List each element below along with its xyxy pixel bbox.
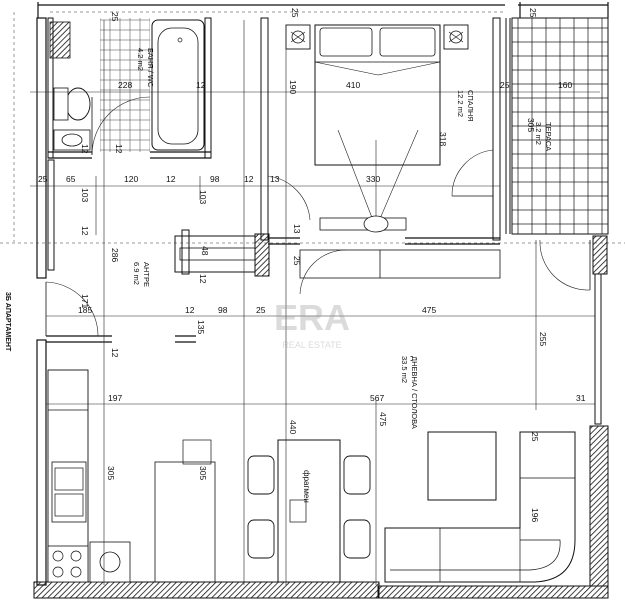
dim-label: 12 (114, 144, 124, 154)
living-name: ДНЕВНА / СТОЛОВА (410, 356, 419, 429)
terrace-area: 3.2 m2 (534, 122, 543, 145)
dim-label: 12 (185, 305, 195, 315)
dim-label: 12 (80, 226, 90, 236)
dim-label: 197 (108, 393, 122, 403)
dimension-lines (0, 12, 625, 585)
dim-label: 12 (110, 348, 120, 358)
living-area: 33.5 m2 (400, 356, 409, 383)
dim-label: 25 (256, 305, 266, 315)
watermark-sub: REAL ESTATE (282, 340, 341, 350)
dim-label: 567 (370, 393, 384, 403)
dim-label: 160 (558, 80, 572, 90)
sofa (384, 431, 576, 583)
bedroom-area: 12.2 m2 (456, 90, 465, 117)
dim-label: 25 (292, 256, 302, 266)
dim-label: 31 (576, 393, 586, 403)
apartment-side-label: 3Б АПАРТАМЕНТ (4, 292, 11, 352)
room-labels: БАНЯ / WC 4.2 m2 СПАЛНЯ 12.2 m2 ТЕРАСА 3… (4, 48, 553, 503)
dim-label: 228 (118, 80, 132, 90)
dim-label: 25 (110, 12, 120, 22)
dim-label: 171 (80, 294, 90, 308)
dim-label: 305 (198, 466, 208, 480)
dim-label: 103 (198, 190, 208, 204)
hall-doors (45, 175, 347, 337)
terrace (505, 17, 609, 235)
dim-label: 25 (38, 174, 48, 184)
dim-label: 286 (110, 248, 120, 262)
dim-label: 318 (438, 132, 448, 146)
dim-label: 13 (270, 174, 280, 184)
dim-label: 440 (288, 420, 298, 434)
kitchen (47, 369, 216, 583)
dim-label: 135 (196, 320, 206, 334)
dim-label: 410 (346, 80, 360, 90)
bathroom (49, 18, 205, 156)
dim-label: 475 (378, 412, 388, 426)
hall-name: АНТРЕ (142, 262, 151, 287)
dim-label: 25 (290, 8, 300, 18)
bedroom-name: СПАЛНЯ (466, 90, 475, 122)
bath-name: БАНЯ / WC (146, 48, 155, 88)
top-frame (37, 2, 609, 18)
dim-label: 98 (210, 174, 220, 184)
dining-table (247, 439, 371, 583)
dimension-labels: 25 25 25 228 12 12 190 410 318 25 160 30… (38, 8, 586, 522)
dim-label: 12 (196, 80, 206, 90)
dim-label: 12 (80, 144, 90, 154)
dim-label: 12 (166, 174, 176, 184)
walls (33, 17, 609, 599)
dim-label: 196 (530, 508, 540, 522)
bedroom (285, 24, 591, 291)
dim-label: 12 (244, 174, 254, 184)
dim-label: 65 (66, 174, 76, 184)
dim-label: 25 (530, 432, 540, 442)
watermark-brand: ERA (274, 297, 350, 338)
dim-label: 305 (106, 466, 116, 480)
dim-label: 48 (200, 246, 210, 256)
dim-label: 103 (80, 188, 90, 202)
fragment-label: фрагмен (302, 470, 311, 503)
dim-label: 13 (292, 224, 302, 234)
dim-label: 305 (526, 118, 536, 132)
terrace-name: ТЕРАСА (544, 122, 553, 151)
dim-label: 12 (198, 274, 208, 284)
dim-label: 190 (288, 80, 298, 94)
dim-label: 475 (422, 305, 436, 315)
dim-label: 330 (366, 174, 380, 184)
dim-label: 25 (500, 80, 510, 90)
dim-label: 25 (528, 8, 538, 18)
dim-label: 98 (218, 305, 228, 315)
dim-label: 255 (538, 332, 548, 346)
bath-area: 4.2 m2 (136, 48, 145, 71)
dim-label: 185 (78, 305, 92, 315)
hall-area: 6.9 m2 (132, 262, 141, 285)
dim-label: 120 (124, 174, 138, 184)
watermark: ERA REAL ESTATE (274, 297, 350, 350)
